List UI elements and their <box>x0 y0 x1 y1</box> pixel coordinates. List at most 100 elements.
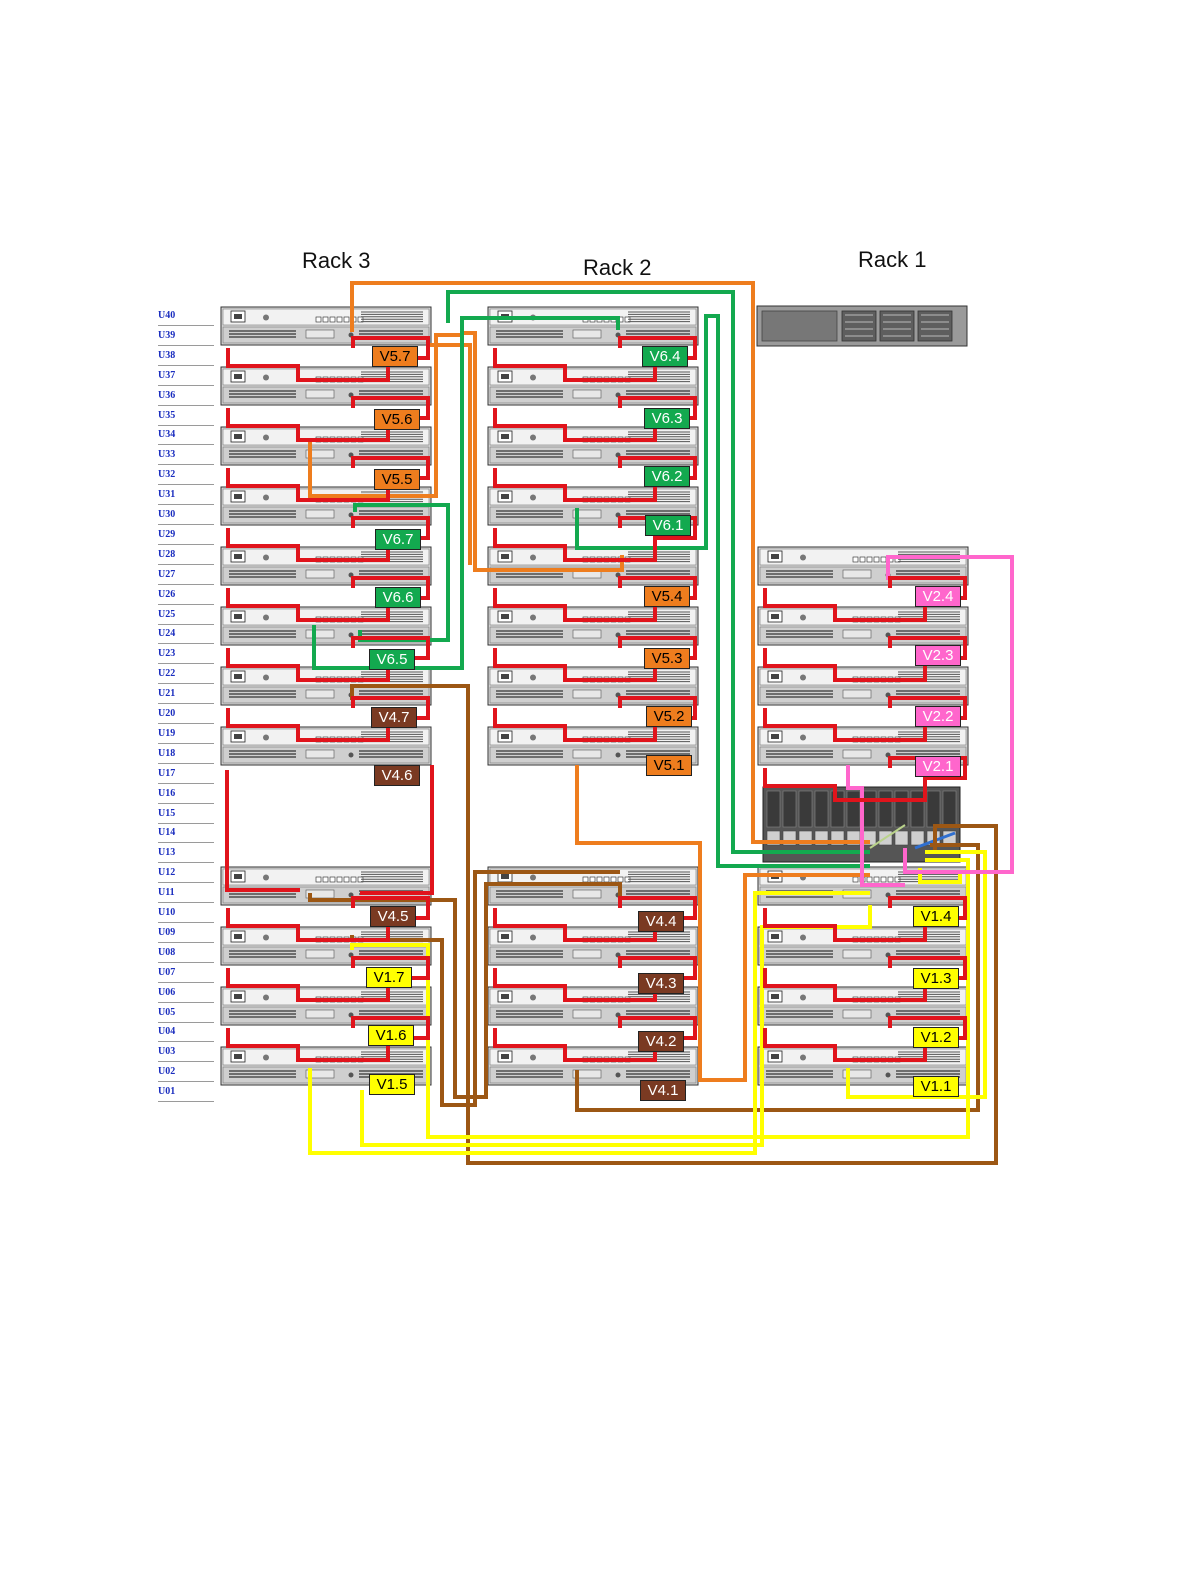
volume-label-v4-4: V4.4 <box>638 911 684 932</box>
v2-cable-a <box>886 555 1014 874</box>
volume-label-v5-1: V5.1 <box>646 755 692 776</box>
u-label-u29: U29 <box>158 525 214 545</box>
shelf-loop-cable <box>226 576 430 622</box>
v1-cable-c <box>350 858 970 1139</box>
volume-label-v6-5: V6.5 <box>369 649 415 670</box>
u-label-u26: U26 <box>158 585 214 605</box>
u-label-u27: U27 <box>158 565 214 585</box>
u-label-u09: U09 <box>158 923 214 943</box>
u-label-u32: U32 <box>158 465 214 486</box>
enclosure-shelf <box>757 606 969 646</box>
u-label-u04: U04 <box>158 1022 214 1043</box>
volume-label-v6-2: V6.2 <box>644 466 690 487</box>
v5-cable-trunk <box>350 281 870 844</box>
u-label-u34: U34 <box>158 425 214 446</box>
u-label-u36: U36 <box>158 386 214 406</box>
volume-label-v5-5: V5.5 <box>374 469 420 490</box>
u-label-u13: U13 <box>158 843 214 864</box>
shelf-loop-cable <box>763 1016 967 1062</box>
volume-label-v5-2: V5.2 <box>646 706 692 727</box>
u-label-u33: U33 <box>158 445 214 466</box>
volume-label-v4-2: V4.2 <box>638 1031 684 1052</box>
u-label-u23: U23 <box>158 644 214 665</box>
enclosure-shelf <box>220 986 432 1026</box>
u-label-u37: U37 <box>158 366 214 386</box>
volume-label-v4-5: V4.5 <box>370 906 416 927</box>
shelf-loop-cable <box>226 696 430 742</box>
rack-3-title: Rack 3 <box>302 248 371 273</box>
u-label-u40: U40 <box>158 306 214 326</box>
volume-label-v6-4: V6.4 <box>642 346 688 367</box>
u-label-u05: U05 <box>158 1003 214 1023</box>
volume-label-v6-3: V6.3 <box>644 408 690 429</box>
volume-label-v1-3: V1.3 <box>913 968 959 989</box>
u-label-u17: U17 <box>158 764 214 784</box>
u-label-u22: U22 <box>158 664 214 685</box>
volume-label-v2-1: V2.1 <box>915 756 961 777</box>
u-label-u31: U31 <box>158 485 214 506</box>
u-label-u10: U10 <box>158 903 214 923</box>
u-label-u39: U39 <box>158 326 214 346</box>
v4-cable-d <box>575 843 980 1112</box>
volume-label-v1-5: V1.5 <box>369 1074 415 1095</box>
u-label-u14: U14 <box>158 823 214 844</box>
rack3-span-loop <box>225 770 300 892</box>
shelf-loop-cable <box>226 896 430 942</box>
volume-label-v4-1: V4.1 <box>640 1080 686 1101</box>
rack1-top-server <box>756 305 968 347</box>
u-label-u06: U06 <box>158 983 214 1003</box>
volume-label-v1-4: V1.4 <box>913 906 959 927</box>
rack-1-title: Rack 1 <box>858 247 927 272</box>
shelf-loop-cable <box>763 636 967 682</box>
volume-label-v2-4: V2.4 <box>915 586 961 607</box>
shelf-loop-cable <box>493 336 697 382</box>
volume-label-v5-7: V5.7 <box>372 346 418 367</box>
u-label-u24: U24 <box>158 624 214 645</box>
u-label-u38: U38 <box>158 346 214 366</box>
u-label-u02: U02 <box>158 1062 214 1083</box>
volume-label-v1-7: V1.7 <box>366 967 412 988</box>
volume-label-v1-2: V1.2 <box>913 1027 959 1048</box>
v5-cable-rack3-b <box>430 343 472 565</box>
v2-cable-b <box>846 765 905 887</box>
volume-label-v5-6: V5.6 <box>374 409 420 430</box>
shelf-loop-cable <box>763 696 967 742</box>
shelf-loop-cable <box>763 896 967 942</box>
v1-cable-e <box>918 868 962 884</box>
shelf-loop-cable <box>493 696 697 742</box>
shelf-loop-cable <box>763 576 967 622</box>
volume-label-v2-2: V2.2 <box>915 706 961 727</box>
volume-label-v1-1: V1.1 <box>913 1076 959 1097</box>
u-label-u35: U35 <box>158 406 214 426</box>
shelf-loop-cable <box>493 456 697 502</box>
u-label-u03: U03 <box>158 1042 214 1063</box>
volume-label-v6-6: V6.6 <box>375 587 421 608</box>
v4-cable-b <box>308 882 622 1099</box>
u-label-u21: U21 <box>158 684 214 705</box>
v5-cable-v51 <box>575 765 870 1082</box>
v1-cable-a <box>308 891 870 1155</box>
u-label-u19: U19 <box>158 724 214 744</box>
v6-cable-rack3 <box>312 316 620 670</box>
v1-cable-b <box>360 905 872 1147</box>
v6-cable-trunk <box>446 290 870 854</box>
v4-cable-a <box>350 684 998 1165</box>
enclosure-shelf <box>220 1046 432 1086</box>
u-label-u08: U08 <box>158 943 214 963</box>
u-label-u28: U28 <box>158 545 214 565</box>
v6-cable-rack2 <box>575 314 870 868</box>
volume-label-v2-3: V2.3 <box>915 645 961 666</box>
u-label-u11: U11 <box>158 883 214 904</box>
volume-label-v5-4: V5.4 <box>644 586 690 607</box>
u-label-u20: U20 <box>158 704 214 724</box>
u-label-u15: U15 <box>158 804 214 824</box>
u-label-u18: U18 <box>158 744 214 764</box>
shelf-loop-cable <box>226 956 430 1002</box>
shelf-loop-cable <box>493 576 697 622</box>
shelf-loop-cable <box>763 956 967 1002</box>
u-label-u01: U01 <box>158 1082 214 1103</box>
u-label-u12: U12 <box>158 863 214 884</box>
shelf-loop-cable <box>493 396 697 442</box>
